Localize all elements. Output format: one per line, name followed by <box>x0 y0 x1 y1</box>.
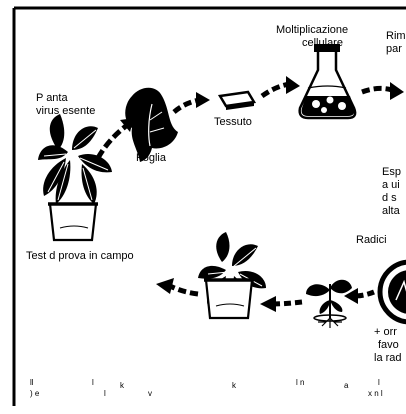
bottom-fragment: v <box>148 389 152 398</box>
arrow-seedling-to-plant <box>271 299 303 307</box>
pot-1 <box>48 202 98 242</box>
label-test-prova: Test d prova in campo <box>26 250 134 262</box>
tissue-icon <box>217 90 257 110</box>
label-rim: Rim <box>386 30 406 42</box>
label-par: par <box>386 43 402 55</box>
bottom-fragment: l <box>92 378 94 387</box>
label-esp-2: a ui <box>382 179 400 191</box>
petri-dish-icon <box>377 259 406 325</box>
label-radici: Radici <box>356 234 387 246</box>
bottom-fragment: k <box>120 381 124 390</box>
seedling-icon <box>306 279 352 328</box>
arrow-flask-to-right <box>361 85 393 95</box>
bottom-fragment: ll <box>30 378 34 387</box>
label-esp-3: d s <box>382 192 397 204</box>
label-foglia: Foglia <box>136 152 166 164</box>
label-cellulare: cellulare <box>302 37 343 49</box>
arrow-dish-to-seedling <box>353 289 375 299</box>
label-ormoni: + orr <box>374 326 397 338</box>
potted-plant-icon <box>38 114 112 242</box>
arrow-tissue-to-flask <box>260 81 291 99</box>
leaf-icon <box>125 87 178 162</box>
label-tessuto: Tessuto <box>214 116 252 128</box>
label-pianta: P anta <box>36 92 68 104</box>
bottom-fragment: l <box>104 389 106 398</box>
bottom-fragment: a <box>344 381 349 390</box>
bottom-fragment: l <box>378 378 380 387</box>
label-esp-4: alta <box>382 205 400 217</box>
bottom-fragment: l n <box>296 378 305 387</box>
bottom-fragment: ) e <box>30 389 40 398</box>
arrow-plant-to-leaf <box>95 124 128 160</box>
flask-icon <box>298 44 357 120</box>
label-favo: favo <box>378 339 399 351</box>
label-la-rad: la rad <box>374 352 402 364</box>
label-moltiplicazione: Moltiplicazione <box>276 24 349 36</box>
bottom-fragment: k <box>232 381 236 390</box>
pot-2 <box>204 278 254 320</box>
label-esp: Esp <box>382 166 401 178</box>
label-virus-esente: virus esente <box>36 105 96 117</box>
potted-plant-2-icon <box>198 232 266 320</box>
bottom-fragment: x n l <box>368 389 383 398</box>
arrow-plant-to-test <box>168 283 199 297</box>
